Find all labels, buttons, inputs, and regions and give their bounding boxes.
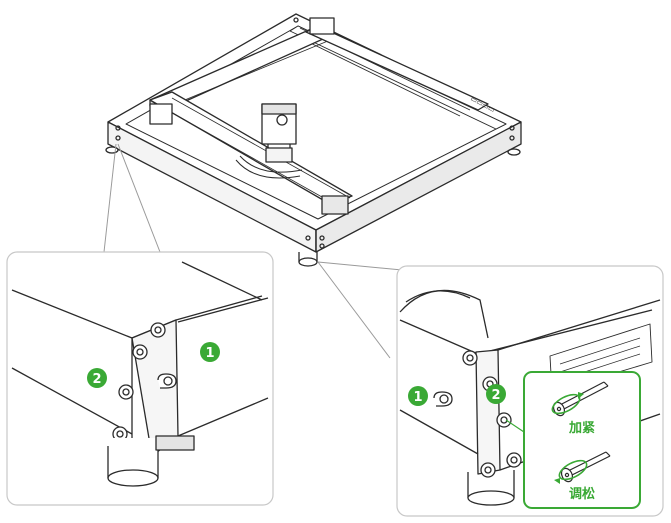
right-detail-panel: 1 2 加紧 xyxy=(396,265,664,517)
svg-text:调松: 调松 xyxy=(569,486,595,502)
svg-text:2: 2 xyxy=(491,388,500,403)
svg-text:2: 2 xyxy=(92,372,101,387)
badge-one-right: 1 xyxy=(408,386,428,406)
loosen-label: 调松 xyxy=(569,486,595,502)
svg-text:1: 1 xyxy=(413,390,422,405)
screw-icon xyxy=(552,381,609,417)
rotate-clockwise-icon xyxy=(551,392,584,415)
svg-text:加紧: 加紧 xyxy=(568,421,595,436)
tighten-label: 加紧 xyxy=(568,421,595,436)
callout-leader xyxy=(505,419,525,433)
rotate-counterclockwise-icon xyxy=(554,459,588,484)
badge-two-right: 2 xyxy=(486,384,506,404)
badge-two-left: 2 xyxy=(87,368,107,388)
svg-text:1: 1 xyxy=(205,346,214,361)
machine-frame: ▭▭▭▭ xyxy=(105,13,522,267)
leader-lines xyxy=(103,143,403,359)
left-detail-panel: 1 2 xyxy=(6,251,274,506)
screw-direction-callout: 加紧 调松 xyxy=(523,371,641,509)
badge-one-left: 1 xyxy=(200,342,220,362)
